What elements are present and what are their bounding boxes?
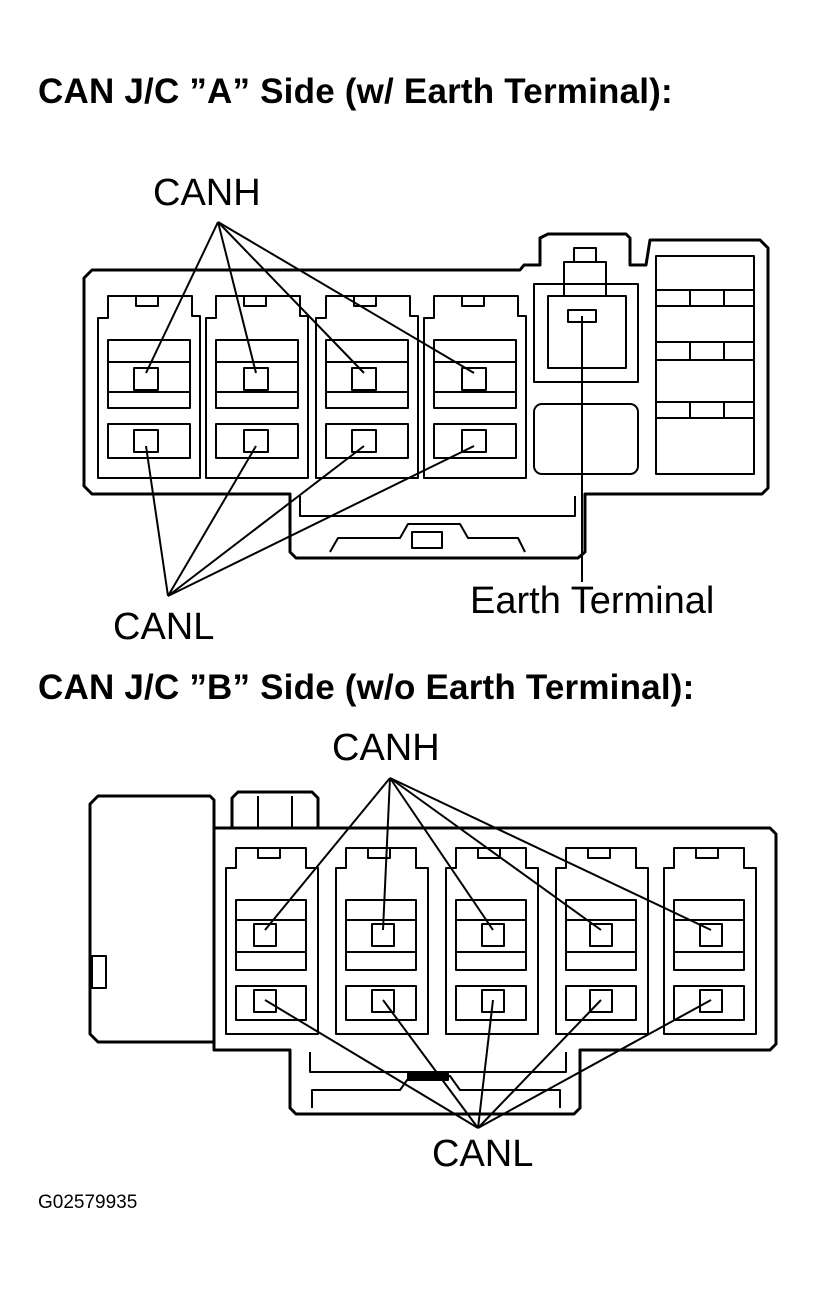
side-a-right-block: [655, 255, 755, 475]
side-b-canl-terminal-3: [481, 989, 505, 1013]
side-b-cavity-5: [663, 847, 757, 1035]
side-b-canh-terminal-1: [253, 923, 277, 947]
side-a-earth-terminal-label: Earth Terminal: [470, 580, 715, 622]
side-b-cavity-4: [555, 847, 649, 1035]
side-a-canl-terminal-4: [461, 429, 487, 453]
side-a-canh-label: CANH: [153, 172, 261, 214]
side-b-leader-lines: [264, 777, 712, 1129]
side-a-leader-lines: [145, 221, 583, 597]
side-b-cavity-3: [445, 847, 539, 1035]
side-a-canl-terminal-2: [243, 429, 269, 453]
side-a-canh-terminal-3: [351, 367, 377, 391]
side-a-cavity-4: [423, 295, 527, 479]
figure-code: G02579935: [38, 1192, 138, 1213]
side-b-connector: [88, 790, 778, 1116]
side-b-canh-label: CANH: [332, 727, 440, 769]
side-a-canh-terminal-2: [243, 367, 269, 391]
side-b-canl-terminal-2: [371, 989, 395, 1013]
side-a-heading: CAN J/C ”A” Side (w/ Earth Terminal):: [38, 72, 673, 111]
side-b-canl-label: CANL: [432, 1133, 534, 1175]
side-a-cavity-1: [97, 295, 201, 479]
side-a-canh-terminal-4: [461, 367, 487, 391]
side-b-cavity-1: [225, 847, 319, 1035]
side-a-canl-terminal-3: [351, 429, 377, 453]
side-b-canh-terminal-4: [589, 923, 613, 947]
side-b-canl-terminal-4: [589, 989, 613, 1013]
side-a-connector: [82, 232, 770, 560]
side-a-canh-terminal-1: [133, 367, 159, 391]
side-b-canh-terminal-3: [481, 923, 505, 947]
side-a-cavity-3: [315, 295, 419, 479]
side-a-canl-label: CANL: [113, 606, 215, 648]
side-b-canh-terminal-5: [699, 923, 723, 947]
side-b-heading: CAN J/C ”B” Side (w/o Earth Terminal):: [38, 668, 695, 707]
side-b-canl-terminal-5: [699, 989, 723, 1013]
side-a-earth-terminal-block: [533, 247, 639, 475]
side-b-cavity-2: [335, 847, 429, 1035]
side-b-canl-terminal-1: [253, 989, 277, 1013]
side-a-cavity-2: [205, 295, 309, 479]
